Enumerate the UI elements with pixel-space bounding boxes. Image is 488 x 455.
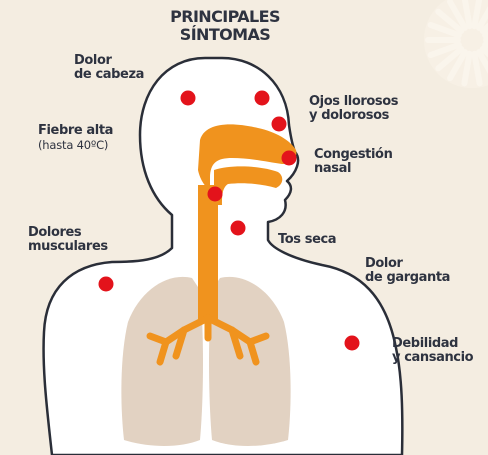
sunburst-ray: [471, 50, 483, 87]
sunburst-ray: [476, 49, 488, 74]
bronchi: [146, 314, 270, 366]
symptom-dot-fever: [207, 186, 223, 202]
symptom-dot-muscle: [98, 276, 114, 292]
label-congestion-line-2: nasal: [314, 161, 351, 176]
sunburst-ray: [461, 50, 473, 87]
symptom-dots: [98, 90, 360, 351]
sunburst-ray: [479, 45, 488, 58]
right-lung: [209, 276, 291, 446]
label-muscle-line-2: musculares: [28, 239, 108, 254]
sunburst-ray: [435, 45, 465, 72]
label-weakness-line-1: Debilidad: [392, 336, 459, 351]
title-line-1: PRINCIPALES: [170, 7, 280, 26]
label-cough: Tos seca: [278, 232, 337, 247]
sunburst-ray: [461, 0, 473, 30]
label-throat: Dolor de garganta: [365, 257, 450, 285]
sunburst-ray: [427, 21, 462, 39]
sunburst-ray: [447, 49, 468, 82]
symptom-dot-weakness: [344, 335, 360, 351]
label-headache: Dolor de cabeza: [74, 54, 144, 82]
sunburst-ray: [476, 6, 488, 31]
title-line-2: SÍNTOMAS: [179, 25, 271, 44]
sunburst-decoration: [424, 0, 488, 88]
label-headache-line-1: Dolor: [74, 53, 112, 68]
sunburst-ray: [447, 0, 468, 31]
label-muscle: Dolores musculares: [28, 226, 108, 254]
label-weakness-line-2: y cansancio: [392, 350, 474, 365]
label-fever-note: (hasta 40ºC): [38, 138, 109, 152]
page-title: PRINCIPALES SÍNTOMAS: [150, 8, 300, 44]
label-headache-line-2: de cabeza: [74, 67, 144, 82]
symptom-dot-cough: [230, 220, 246, 236]
label-throat-line-2: de garganta: [365, 270, 451, 285]
label-weakness: Debilidad y cansancio: [392, 336, 474, 365]
symptom-dot-headache-2: [254, 90, 270, 106]
sunburst-ray: [435, 8, 465, 35]
label-cough-line-1: Tos seca: [278, 232, 337, 247]
label-eyes: Ojos llorosos y dolorosos: [309, 94, 399, 123]
sunburst-ray: [427, 41, 462, 59]
label-congestion: Congestión nasal: [314, 147, 393, 176]
symptom-dot-eyes: [271, 116, 287, 132]
symptom-dot-headache-1: [180, 90, 196, 106]
sunburst-ray: [471, 0, 483, 30]
label-congestion-line-1: Congestión: [314, 147, 393, 162]
label-fever: Fiebre alta (hasta 40ºC): [38, 123, 114, 153]
label-eyes-line-2: y dolorosos: [309, 108, 389, 123]
airway: [198, 124, 297, 320]
symptom-dot-congestion: [281, 150, 297, 166]
sunburst-ray: [479, 22, 488, 35]
label-throat-line-1: Dolor: [365, 256, 403, 271]
label-muscle-line-1: Dolores: [28, 225, 82, 240]
label-fever-line-1: Fiebre alta: [38, 123, 114, 138]
label-eyes-line-1: Ojos llorosos: [309, 94, 399, 109]
